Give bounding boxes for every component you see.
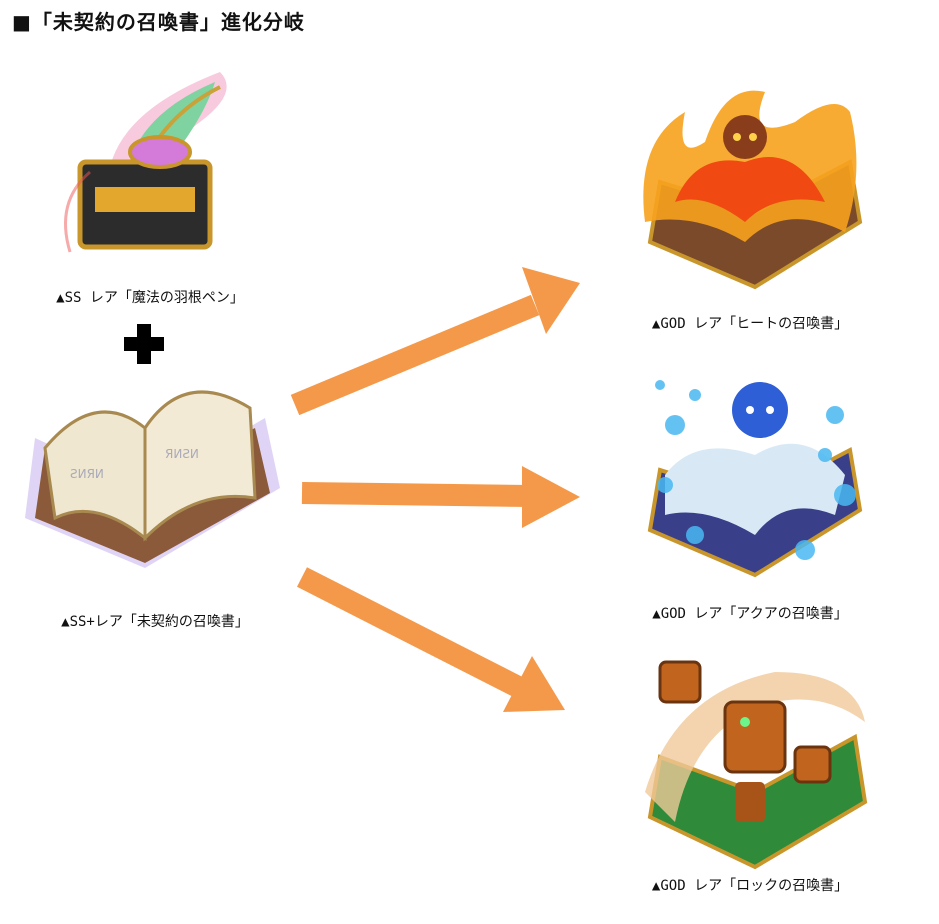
result-label-aqua: ▲GOD レア「アクアの召喚書」 xyxy=(652,606,848,622)
svg-text:ƧИЯИ: ƧИЯИ xyxy=(70,467,104,481)
result-label-rock: ▲GOD レア「ロックの召喚書」 xyxy=(651,878,849,894)
fire-summoning-book-illustration xyxy=(635,82,870,292)
arrow-to-aqua xyxy=(301,466,580,528)
source-label-quill: ▲SS レア「魔法の羽根ペン」 xyxy=(56,290,244,306)
arrow-to-heat xyxy=(290,267,580,416)
arrow-to-rock xyxy=(297,567,565,712)
quill-inkwell-illustration xyxy=(50,62,245,267)
summoning-book-illustration: ЯИƧИ ƧИЯИ xyxy=(15,368,290,588)
result-label-heat: ▲GOD レア「ヒートの召喚書」 xyxy=(651,316,849,332)
svg-text:ЯИƧИ: ЯИƧИ xyxy=(165,447,199,461)
water-summoning-book-illustration xyxy=(635,365,870,580)
source-label-book: ▲SS+レア「未契約の召喚書」 xyxy=(61,614,249,630)
page-title: ■「未契約の召喚書」進化分岐 xyxy=(12,10,305,34)
rock-summoning-book-illustration xyxy=(635,652,875,872)
plus-icon xyxy=(122,322,166,366)
